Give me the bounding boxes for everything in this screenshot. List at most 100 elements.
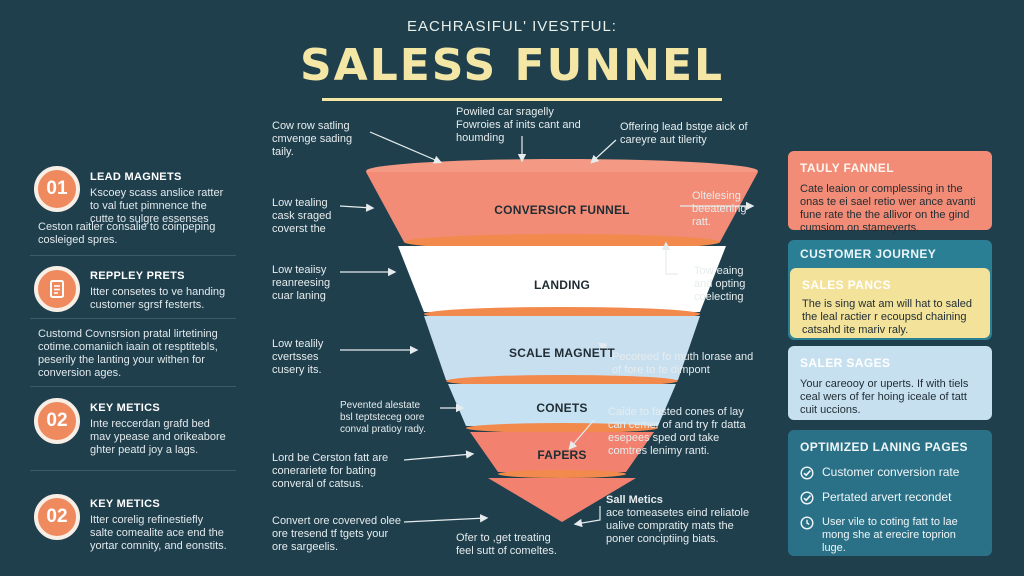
- step-badge: 02: [34, 398, 80, 444]
- card-text: The is sing wat am will hat to saled the…: [802, 298, 978, 337]
- annotation-top-left: Cow row satling cmvenge sading taily.: [272, 120, 382, 159]
- text-line: onas te ei sael retio wer ance avanti: [800, 196, 976, 208]
- left-item-title: REPPLEY PRETS: [90, 270, 185, 282]
- annotation-left-2: Low teaiisy reanreesing cuar laning: [272, 264, 352, 303]
- text-line: Your careooy or uperts. If with tiels: [800, 378, 969, 390]
- left-item-1: 01: [34, 166, 80, 212]
- text-line: can cemer of and try fr datta: [608, 419, 746, 431]
- clock-icon: [800, 516, 814, 530]
- left-item-title: KEY METICS: [90, 498, 161, 510]
- text-line: coverst the: [272, 223, 326, 235]
- text-line: esepees sped ord take: [608, 432, 720, 444]
- left-item-2-body: REPPLEY PRETS Itter consetes to ve handi…: [90, 270, 240, 312]
- text-line: customer sgrsf festerts.: [90, 299, 205, 311]
- arrow: [403, 514, 489, 523]
- checklist-label: User vile to coting fatt to lae mong she…: [822, 516, 958, 554]
- annotation-left-3: Low tealily cvertsses cusery its.: [272, 338, 352, 377]
- text-line: The is sing wat am will hat to saled: [802, 298, 972, 310]
- left-item-text: Itter consetes to ve handing customer sg…: [90, 286, 240, 312]
- text-line: reanreesing: [272, 277, 331, 289]
- text-line: cvertsses: [272, 351, 319, 363]
- annotation-bottom-center: Ofer to ,get treating feel sutt of comel…: [456, 532, 596, 558]
- text-line: comtres lenimy ranti.: [608, 445, 710, 457]
- annotation-right-1: Oltelesing beeatening ratt.: [692, 190, 772, 229]
- text-line: peserily the lanting your withen for: [38, 354, 205, 366]
- check-circle-icon: [800, 466, 814, 480]
- text-line: Convert ore coverved olee: [272, 515, 402, 527]
- text-line: Low tealily: [272, 338, 324, 350]
- checklist-item: Customer conversion rate: [800, 466, 980, 480]
- left-item-text: Itter corelig refinestiefly salte comeal…: [90, 514, 240, 553]
- divider: [30, 470, 236, 471]
- text-line: careyre aut tilerity: [620, 134, 707, 146]
- left-item-3: 02: [34, 398, 80, 444]
- step-badge: 02: [34, 494, 80, 540]
- text-line: cmvenge sading: [272, 133, 353, 145]
- left-item-2: [34, 266, 80, 312]
- text-line: Oltelesing: [692, 190, 741, 202]
- text-line: converal of catsus.: [272, 478, 364, 490]
- annotation-title: Sall Metics: [606, 494, 663, 506]
- funnel-stage-3: [424, 316, 700, 380]
- annotation-right-2: Tow eaing and opting coelecting: [694, 265, 774, 304]
- text-line: ceal wers of fer hoing iceale of tatt: [800, 391, 967, 403]
- left-item-4-body: KEY METICS Itter corelig refinestiefly s…: [90, 498, 240, 553]
- text-line: Kscoey scass anslice ratter: [90, 187, 224, 199]
- arrow: [403, 450, 475, 461]
- page-title: SALESS FUNNEL: [299, 40, 725, 91]
- funnel-stage-1: [366, 172, 758, 242]
- left-item-text: Kscoey scass anslice ratter to val fuet …: [90, 187, 240, 226]
- card-title: TAULY FANNEL: [800, 161, 894, 175]
- left-item-title: LEAD MAGNETS: [90, 171, 182, 183]
- funnel-stage-5: [470, 432, 654, 472]
- arrow: [369, 131, 443, 164]
- annotation-top-center: Powiled car sragelly Fowroies af inits c…: [456, 106, 616, 145]
- text-line: Pecoreed fo muth lorase and: [612, 351, 754, 363]
- text-line: ore sargeelis.: [272, 541, 339, 553]
- arrow: [339, 203, 375, 212]
- card-title: SALER SAGES: [800, 356, 891, 370]
- annotation-left-1: Low tealing cask sraged coverst the: [272, 197, 352, 236]
- text-line: bsl teptsteceg oore: [340, 412, 425, 423]
- text-line: poner conciptiing biats.: [606, 533, 719, 545]
- text-line: to val fuet pimnence the: [90, 200, 207, 212]
- text-line: Tow eaing: [694, 265, 744, 277]
- text-line: cuit uccions.: [800, 404, 861, 416]
- arrow: [573, 506, 601, 528]
- card-title: SALES PANCS: [802, 278, 891, 292]
- step-badge: [34, 266, 80, 312]
- arrow: [661, 241, 678, 275]
- text-line: ratt.: [692, 216, 711, 228]
- text-line: cutte to sulgre essenses: [90, 213, 209, 225]
- annotation-left-6: Convert ore coverved olee ore tresend tf…: [272, 515, 412, 554]
- text-line: Pevented alestate: [340, 400, 421, 411]
- funnel-stage-label-5: FAPERS: [537, 448, 587, 462]
- card-title: OPTIMIZED LANING PAGES: [800, 440, 968, 454]
- funnel-stage-2: [398, 246, 726, 312]
- text-line: ace tomeasetes eind reliatole: [606, 507, 750, 519]
- text-line: catsahd ite mariv raly.: [802, 324, 909, 336]
- arrow: [568, 419, 595, 450]
- card-optimized-landing-pages: OPTIMIZED LANING PAGES Customer conversi…: [788, 430, 992, 556]
- text-line: feel sutt of comeltes.: [456, 545, 557, 557]
- text-line: Cow row satling: [272, 120, 350, 132]
- checklist-item: User vile to coting fatt to lae mong she…: [800, 516, 980, 555]
- funnel-band: [498, 470, 626, 478]
- text-line: conval pratioy rady.: [340, 424, 426, 435]
- card-saler-sages: SALER SAGES Your careooy or uperts. If w…: [788, 346, 992, 420]
- text-line: coelecting: [694, 291, 744, 303]
- text-line: taily.: [272, 146, 294, 158]
- checklist-label: Customer conversion rate: [822, 465, 960, 479]
- title-underline: [322, 98, 722, 101]
- text-line: cask sraged: [272, 210, 332, 222]
- text-line: Itter corelig refinestiefly: [90, 514, 204, 526]
- text-line: conversion ages.: [38, 367, 122, 379]
- text-line: salte comealite ace end the: [90, 527, 224, 539]
- card-tauly-fannel: TAULY FANNEL Cate leaion or complessing …: [788, 151, 992, 234]
- text-line: Low tealing: [272, 197, 328, 209]
- text-line: cotime.comaniich iaain ot resptitebls,: [38, 341, 218, 353]
- funnel-stage-label-4: CONETS: [536, 401, 588, 415]
- left-item-1-body: LEAD MAGNETS Kscoey scass anslice ratter…: [90, 171, 240, 226]
- text-line: Itter consetes to ve handing: [90, 286, 226, 298]
